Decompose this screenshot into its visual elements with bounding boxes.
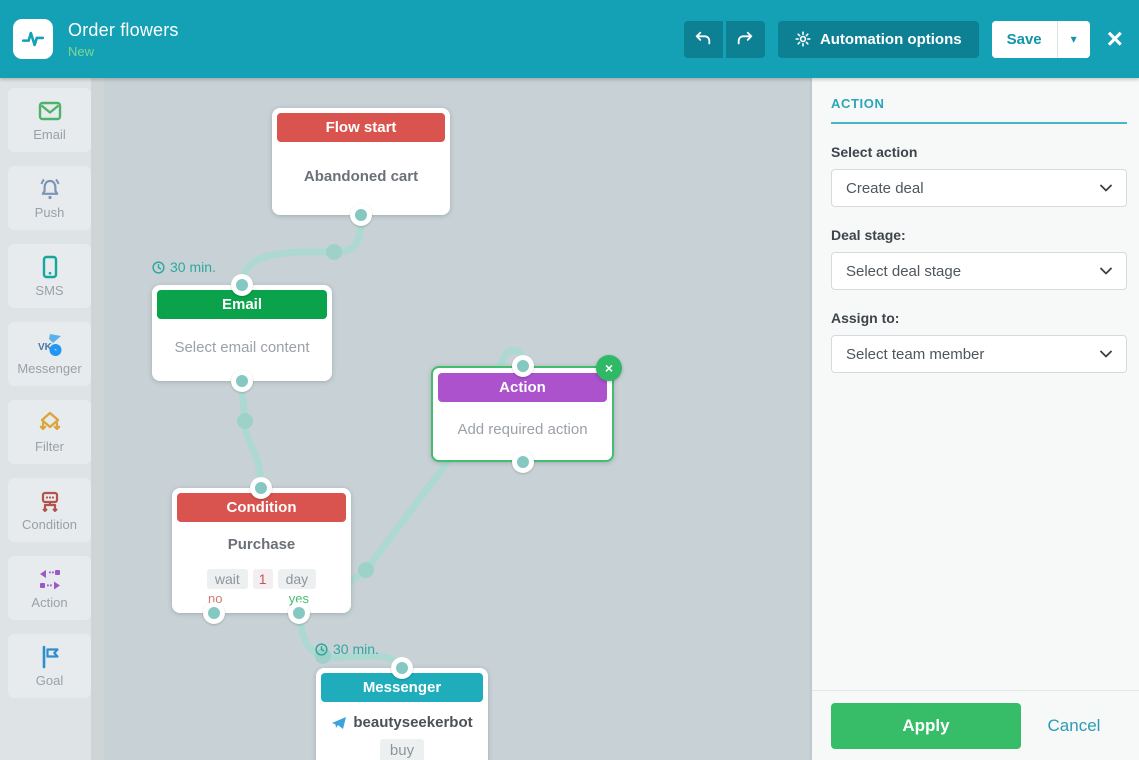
port-messenger-in[interactable] [391,657,413,679]
sidebar-scrollbar[interactable] [91,78,104,760]
wait-unit-chip: day [277,569,317,589]
wait-value-chip: 1 [252,569,273,589]
port-flowstart-out[interactable] [350,204,372,226]
sidebar-item-label: Action [31,595,68,610]
redo-button[interactable] [725,20,765,58]
gear-icon [795,31,811,47]
connector-email-condition [238,377,265,492]
port-condition-yes[interactable] [288,602,310,624]
app-logo [13,19,53,59]
port-email-out[interactable] [231,370,253,392]
top-bar: Order flowers New [0,0,1139,78]
port-email-in[interactable] [231,274,253,296]
sidebar-item-email[interactable]: Email [8,88,91,152]
delay-text: 30 min. [170,259,216,275]
panel-footer: Apply Cancel [812,690,1139,760]
sidebar-item-goal[interactable]: Goal [8,634,91,698]
close-icon: × [604,360,614,376]
undo-button[interactable] [683,20,723,58]
sidebar-item-label: Push [34,205,65,220]
port-condition-no[interactable] [203,602,225,624]
panel-heading: ACTION [831,96,1127,124]
node-body-text: Abandoned cart [303,167,419,185]
sidebar-item-action[interactable]: Action [8,556,91,620]
sidebar-item-sms[interactable]: SMS [8,244,91,308]
node-flow-start[interactable]: Flow start Abandoned cart [272,108,450,215]
element-sidebar: Email Push SMS VK Messenger Fi [0,78,104,760]
delay-label-email[interactable]: 30 min. [152,259,216,275]
flow-canvas[interactable]: Flow start Abandoned cart Email Select e… [104,78,812,760]
deal-stage-label: Deal stage: [831,227,906,243]
delay-label-messenger[interactable]: 30 min. [315,641,379,657]
svg-text:VK: VK [38,342,53,353]
sidebar-item-label: SMS [35,283,64,298]
bell-icon [40,178,59,200]
selected-value: Create deal [846,179,924,197]
node-action[interactable]: × Action Add required action [431,355,622,462]
filter-icon [39,411,60,431]
delay-text: 30 min. [333,641,379,657]
sidebar-item-messenger[interactable]: VK Messenger [8,322,91,386]
sidebar-item-label: Messenger [17,361,82,376]
action-settings-panel: ACTION Select action Create deal Deal st… [812,78,1139,760]
node-body-text: Select email content [174,339,310,356]
condition-icon [41,491,58,512]
node-messenger[interactable]: Messenger beautyseekerbot buy [316,668,488,760]
clock-icon [152,260,165,274]
sidebar-item-push[interactable]: Push [8,166,91,230]
bot-name: beautyseekerbot [353,714,473,731]
sidebar-item-condition[interactable]: Condition [8,478,91,542]
undo-icon [696,31,711,45]
pulse-icon [21,31,45,47]
sidebar-item-label: Email [33,127,66,142]
assign-to-dropdown[interactable]: Select team member [831,335,1127,373]
chevron-down-icon [1100,267,1112,275]
node-body-text: Purchase [227,535,296,553]
save-dropdown-button[interactable]: ▾ [1056,20,1090,58]
automation-options-button[interactable]: Automation options [777,20,979,58]
redo-icon [738,31,753,45]
goal-flag-icon [42,645,59,669]
selected-value: Select team member [846,345,985,363]
connector-flowstart-email [238,211,365,289]
action-icon [39,570,60,590]
port-condition-in[interactable] [250,477,272,499]
chevron-down-icon [1100,350,1112,358]
phone-icon [42,255,57,279]
clock-icon [315,642,328,656]
sidebar-item-label: Goal [35,673,64,688]
page-title: Order flowers [68,19,179,40]
selected-value: Select deal stage [846,262,962,280]
save-button[interactable]: Save [991,20,1057,58]
sidebar-item-label: Condition [22,517,77,532]
chevron-down-icon [1100,184,1112,192]
delete-node-button[interactable]: × [596,355,622,381]
chevron-down-icon: ▾ [1070,32,1077,46]
close-builder-button[interactable]: × [1107,25,1123,53]
sidebar-item-label: Filter [35,439,64,454]
node-email[interactable]: Email Select email content [152,285,332,381]
cancel-button[interactable]: Cancel [1047,715,1101,735]
apply-button[interactable]: Apply [831,702,1021,749]
deal-stage-dropdown[interactable]: Select deal stage [831,252,1127,290]
telegram-icon [332,716,347,729]
port-action-in[interactable] [512,355,534,377]
select-action-label: Select action [831,144,918,160]
message-chip: buy [379,739,425,760]
assign-to-label: Assign to: [831,310,900,326]
messenger-icons: VK [38,334,61,356]
wait-chip: wait [206,569,248,589]
email-icon [38,101,61,121]
node-header: Action [438,373,607,402]
node-body-text: Add required action [457,421,588,438]
sidebar-item-filter[interactable]: Filter [8,400,91,464]
port-action-out[interactable] [512,451,534,473]
select-action-dropdown[interactable]: Create deal [831,169,1127,207]
status-badge: New [68,43,95,59]
node-condition[interactable]: Condition Purchase wait 1 day no yes [172,488,351,613]
node-header: Flow start [277,113,445,142]
automation-options-label: Automation options [819,30,962,48]
close-icon: × [1106,23,1123,54]
